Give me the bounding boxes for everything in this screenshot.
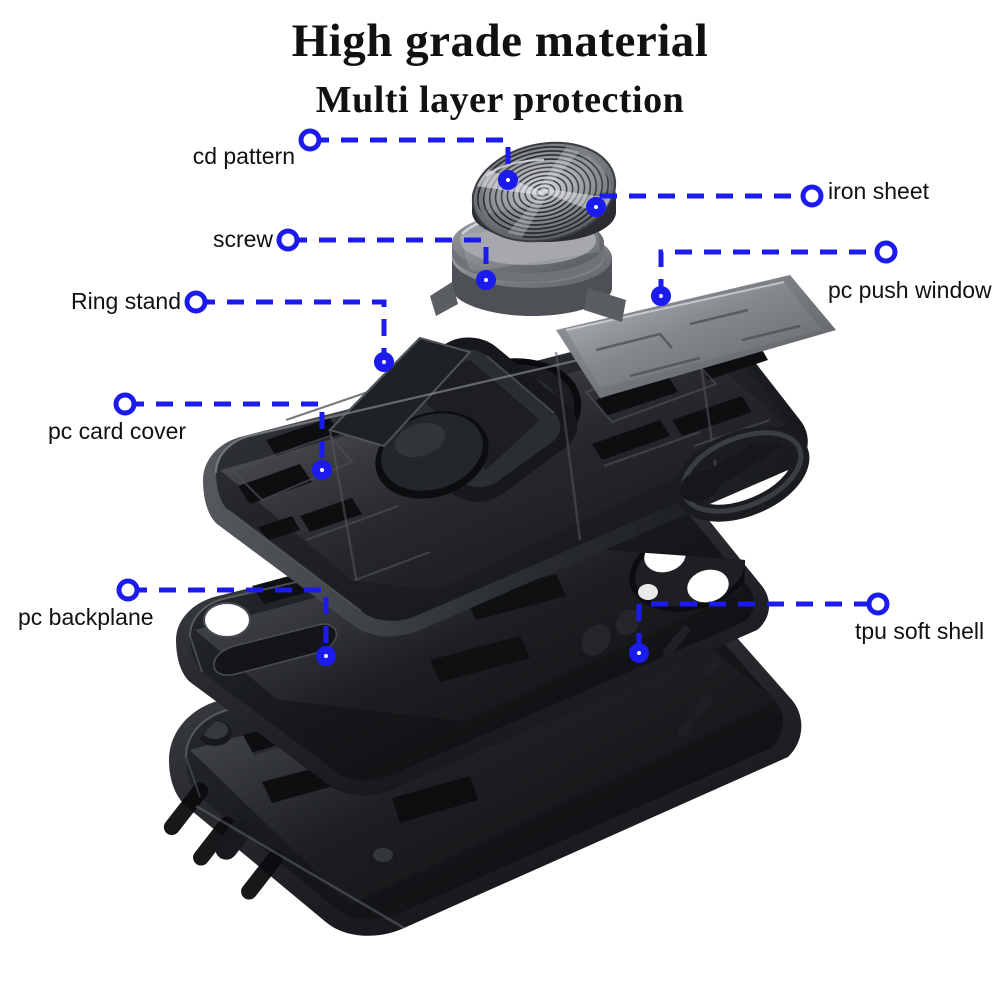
label-ring-stand: Ring stand	[71, 288, 181, 314]
page-title: High grade material	[291, 15, 709, 67]
leader-tpu-soft-shell	[629, 592, 890, 663]
part-pc-push-window	[556, 275, 836, 398]
layer-ring-base	[430, 228, 626, 322]
layer-pc-backplane	[176, 489, 770, 796]
leader-cd-pattern	[298, 128, 518, 190]
label-iron-sheet: iron sheet	[828, 178, 930, 204]
label-pc-card-cover: pc card cover	[48, 418, 187, 444]
label-pc-push-window: pc push window	[828, 277, 992, 303]
label-tpu-soft-shell: tpu soft shell	[855, 618, 985, 644]
label-cd-pattern: cd pattern	[192, 143, 295, 169]
layer-tpu-soft-shell	[163, 592, 802, 936]
leader-iron-sheet	[586, 184, 824, 217]
label-pc-backplane: pc backplane	[18, 604, 154, 630]
page-subtitle: Multi layer protection	[315, 79, 685, 121]
layer-iron-sheet	[452, 212, 604, 282]
part-case-ring-loop	[674, 426, 810, 522]
leader-screw	[276, 228, 496, 290]
layer-cd-pattern-disc	[471, 141, 617, 243]
layer-pc-card-cover	[203, 275, 836, 637]
leader-ring-stand	[184, 290, 394, 372]
label-screw: screw	[212, 226, 273, 252]
